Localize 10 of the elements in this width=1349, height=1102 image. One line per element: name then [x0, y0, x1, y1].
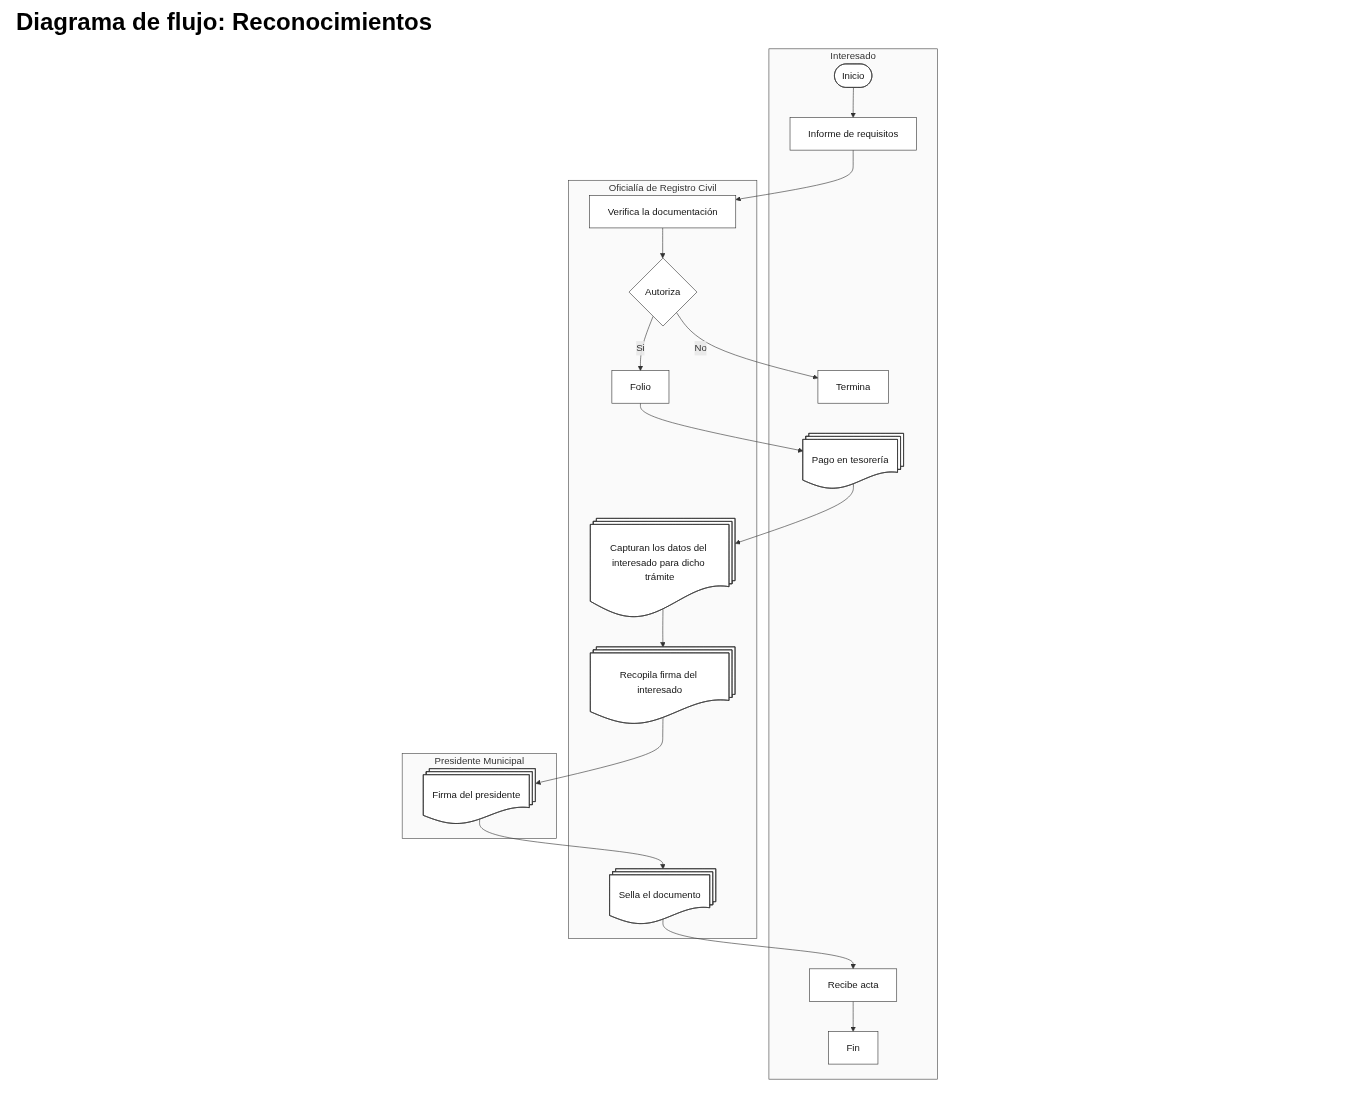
node-box: Fin — [828, 1031, 879, 1065]
edge-label: Si — [636, 342, 645, 354]
node-box: Informe de requisitos — [789, 117, 917, 151]
node-box: Folio — [611, 370, 670, 404]
diagram-title: Diagrama de flujo: Reconocimientos — [16, 8, 434, 36]
node-box: Verifica la documentación — [589, 195, 737, 229]
node-box: Recibe acta — [809, 968, 898, 1002]
node-diamond: Autoriza — [628, 257, 698, 327]
node-box: Termina — [817, 370, 889, 404]
edge-label: No — [694, 342, 708, 354]
